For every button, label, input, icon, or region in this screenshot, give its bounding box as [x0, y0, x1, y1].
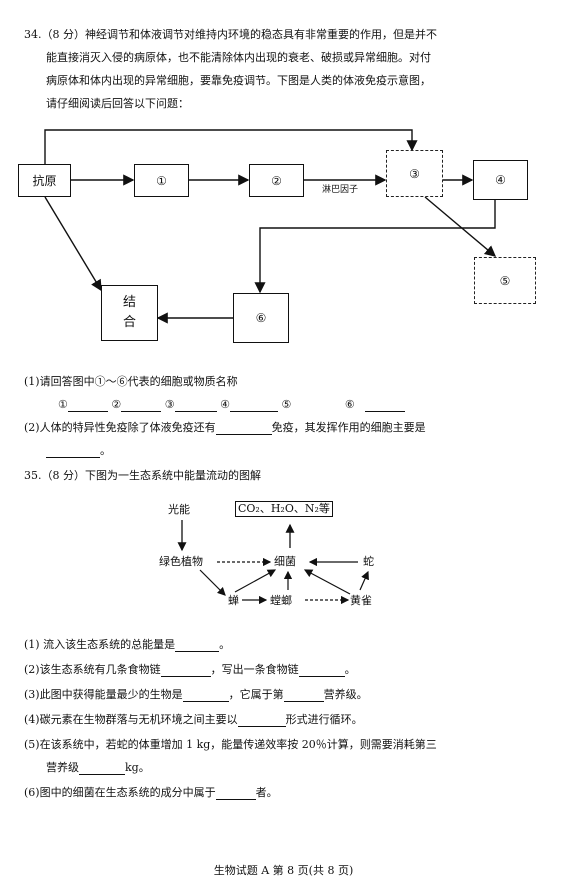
- answer-3-num: ③: [164, 398, 175, 411]
- answer-4-num: ④: [220, 398, 230, 411]
- answer-6-num: ⑥: [344, 398, 355, 411]
- q34-sub2-end: 。: [100, 444, 111, 457]
- q35-q6-text-b: 者。: [255, 786, 278, 799]
- gases-box: CO₂、H₂O、N₂等: [235, 501, 333, 517]
- q35-q2: (2)该生态系统有几条食物链 ，写出一条食物链 。: [24, 663, 356, 677]
- lymphokine-label: 淋巴因子: [322, 185, 359, 195]
- cell-2-label: ②: [271, 173, 282, 188]
- q34-line4: 请仔细阅读后回答以下问题：: [46, 97, 189, 110]
- cell-1-box: ①: [134, 164, 189, 197]
- mantis-label: 螳螂: [270, 594, 292, 607]
- q35-q2-end: 。: [344, 663, 356, 676]
- page-footer: 生物试题 A 第 8 页(共 8 页): [213, 864, 354, 877]
- cell-3-box: ③: [386, 150, 443, 197]
- q34-sub1: (1)请回答图中①～⑥代表的细胞或物质名称: [24, 375, 238, 388]
- antigen-label: 抗原: [32, 174, 57, 188]
- cell-4-box: ④: [473, 160, 528, 200]
- snake-label: 蛇: [363, 555, 374, 568]
- q35-q3: (3)此图中获得能量最少的生物是 ，它属于第 营养级。: [24, 688, 368, 702]
- q35-q5-blank[interactable]: [79, 763, 125, 775]
- q34-sub2-text-b: 免疫，其发挥作用的细胞主要是: [271, 421, 426, 434]
- q35-q6-text-a: (6)图中的细菌在生态系统的成分中属于: [24, 786, 216, 799]
- light-energy-label: 光能: [168, 503, 190, 516]
- q35-q3-text-a: (3)此图中获得能量最少的生物是: [24, 688, 183, 701]
- q35-title: 35.（8 分）下图为一生态系统中能量流动的图解: [24, 469, 261, 482]
- combine-box: 结 合: [101, 285, 158, 341]
- cell-3-label: ③: [409, 166, 420, 181]
- q35-q5-text-c: kg。: [125, 761, 150, 774]
- cell-6-label: ⑥: [255, 311, 267, 325]
- cell-1-label: ①: [156, 173, 167, 188]
- answer-5-num: ⑤: [281, 398, 292, 411]
- cell-4-label: ④: [495, 173, 506, 187]
- q34-answers: ① ② ③ ④ ⑤ ⑥: [58, 398, 405, 412]
- combine-label-bottom: 合: [122, 315, 136, 330]
- cell-6-box: ⑥: [233, 293, 289, 343]
- answer-1-blank[interactable]: [67, 400, 108, 412]
- cell-5-box: ⑤: [474, 257, 536, 304]
- oriole-label: 黄雀: [350, 594, 372, 607]
- q35-q5-line1: (5)在该系统中，若蛇的体重增加 1 kg，能量传递效率按 20％计算，则需要消…: [24, 738, 437, 751]
- q35-q4-text-b: 形式进行循环。: [285, 713, 363, 726]
- answer-6-blank[interactable]: [364, 400, 405, 412]
- q35-q2-text-a: (2)该生态系统有几条食物链: [24, 663, 161, 676]
- q34-line2: 能直接消灭入侵的病原体，也不能清除体内出现的衰老、破损或异常细胞。对付: [46, 51, 431, 64]
- answer-2-blank[interactable]: [121, 400, 162, 412]
- q34-line3: 病原体和体内出现的异常细胞，要靠免疫调节。下图是人类的体液免疫示意图，: [46, 74, 431, 87]
- q35-q1-blank[interactable]: [175, 640, 220, 652]
- green-plant-label: 绿色植物: [159, 555, 203, 568]
- q35-q2-blank2[interactable]: [298, 665, 345, 677]
- answer-2-num: ②: [111, 398, 122, 411]
- q35-q5-text-b: 营养级: [46, 761, 79, 774]
- combine-label-top: 结: [122, 295, 136, 310]
- q35-q1-text: (1) 流入该生态系统的总能量是: [24, 638, 176, 651]
- q35-q1-end: 。: [219, 638, 231, 651]
- q35-q5-line2: 营养级 kg。: [46, 761, 150, 775]
- q35-q1: (1) 流入该生态系统的总能量是 。: [24, 638, 230, 652]
- q35-q3-blank2[interactable]: [283, 690, 324, 702]
- q34-sub2: (2)人体的特异性免疫除了体液免疫还有 免疫，其发挥作用的细胞主要是: [24, 421, 426, 435]
- cell-5-label: ⑤: [499, 273, 511, 288]
- antigen-box: 抗原: [18, 164, 71, 197]
- q34-sub2-text: (2)人体的特异性免疫除了体液免疫还有: [24, 421, 216, 434]
- answer-4-blank[interactable]: [230, 400, 278, 412]
- q35-q6-blank[interactable]: [215, 788, 256, 800]
- answer-1-num: ①: [58, 398, 68, 411]
- q35-q2-text-b: ，写出一条食物链: [210, 663, 299, 676]
- q35-q2-blank1[interactable]: [160, 665, 211, 677]
- q34-sub2-line2: 。: [46, 444, 111, 458]
- q35-q6: (6)图中的细菌在生态系统的成分中属于 者。: [24, 786, 278, 800]
- q35-q4: (4)碳元素在生物群落与无机环境之间主要以 形式进行循环。: [24, 713, 363, 727]
- q35-q4-text-a: (4)碳元素在生物群落与无机环境之间主要以: [24, 713, 238, 726]
- cell-2-box: ②: [249, 164, 304, 197]
- bacteria-label: 细菌: [274, 555, 296, 568]
- q34-sub2-blank2[interactable]: [46, 446, 100, 458]
- cicada-label: 蝉: [228, 594, 239, 607]
- answer-3-blank[interactable]: [174, 400, 217, 412]
- q34-line1: 34.（8 分）神经调节和体液调节对维持内环境的稳态具有非常重要的作用，但是并不: [24, 28, 437, 41]
- q35-q4-blank[interactable]: [237, 715, 286, 727]
- q35-q3-text-b: ，它属于第: [228, 688, 284, 701]
- q35-q3-text-c: 营养级。: [323, 688, 368, 701]
- q35-q3-blank1[interactable]: [182, 690, 229, 702]
- q34-sub2-blank1[interactable]: [215, 423, 272, 435]
